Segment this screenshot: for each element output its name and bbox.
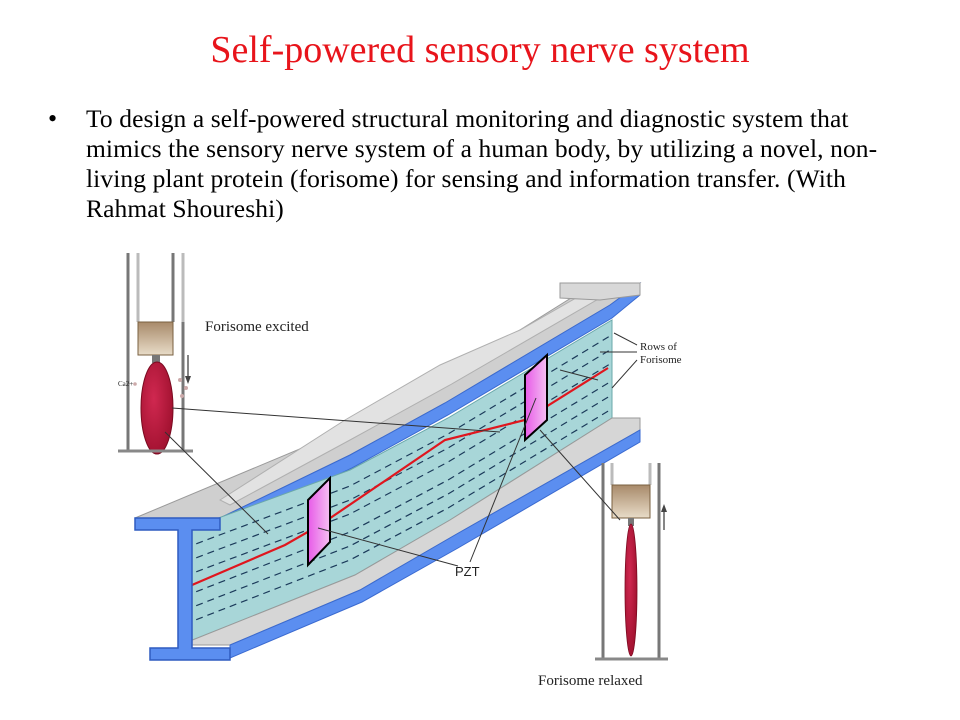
label-forisome-excited: Forisome excited bbox=[205, 319, 309, 335]
forisome-relaxed-apparatus bbox=[595, 463, 668, 661]
forisome-relaxed-body bbox=[624, 523, 638, 657]
label-pzt: PZT bbox=[455, 564, 480, 579]
connector-lines bbox=[164, 369, 621, 535]
forisome-excited-body bbox=[140, 361, 174, 455]
beam-top-right-end bbox=[559, 282, 641, 301]
forisome-rows bbox=[184, 335, 611, 625]
bullet-text: To design a self-powered structural moni… bbox=[86, 104, 878, 223]
pzt-patch-right bbox=[524, 352, 548, 443]
pzt-patch-left bbox=[307, 475, 331, 568]
pzt-pointer-lines bbox=[317, 397, 537, 567]
label-forisome-relaxed: Forisome relaxed bbox=[538, 673, 643, 689]
beam-bottom-edge bbox=[229, 429, 641, 659]
label-rows-of-forisome-2: Forisome bbox=[640, 354, 682, 366]
slide-title: Self-powered sensory nerve system bbox=[210, 29, 750, 71]
rows-pointer-lines bbox=[600, 332, 638, 389]
bullet-marker: • bbox=[48, 104, 58, 133]
beam-end-cross-section bbox=[134, 517, 231, 661]
ion-label: Ca2+ bbox=[118, 380, 133, 388]
label-rows-of-forisome-1: Rows of bbox=[640, 341, 677, 353]
forisome-excited-apparatus bbox=[118, 253, 193, 455]
